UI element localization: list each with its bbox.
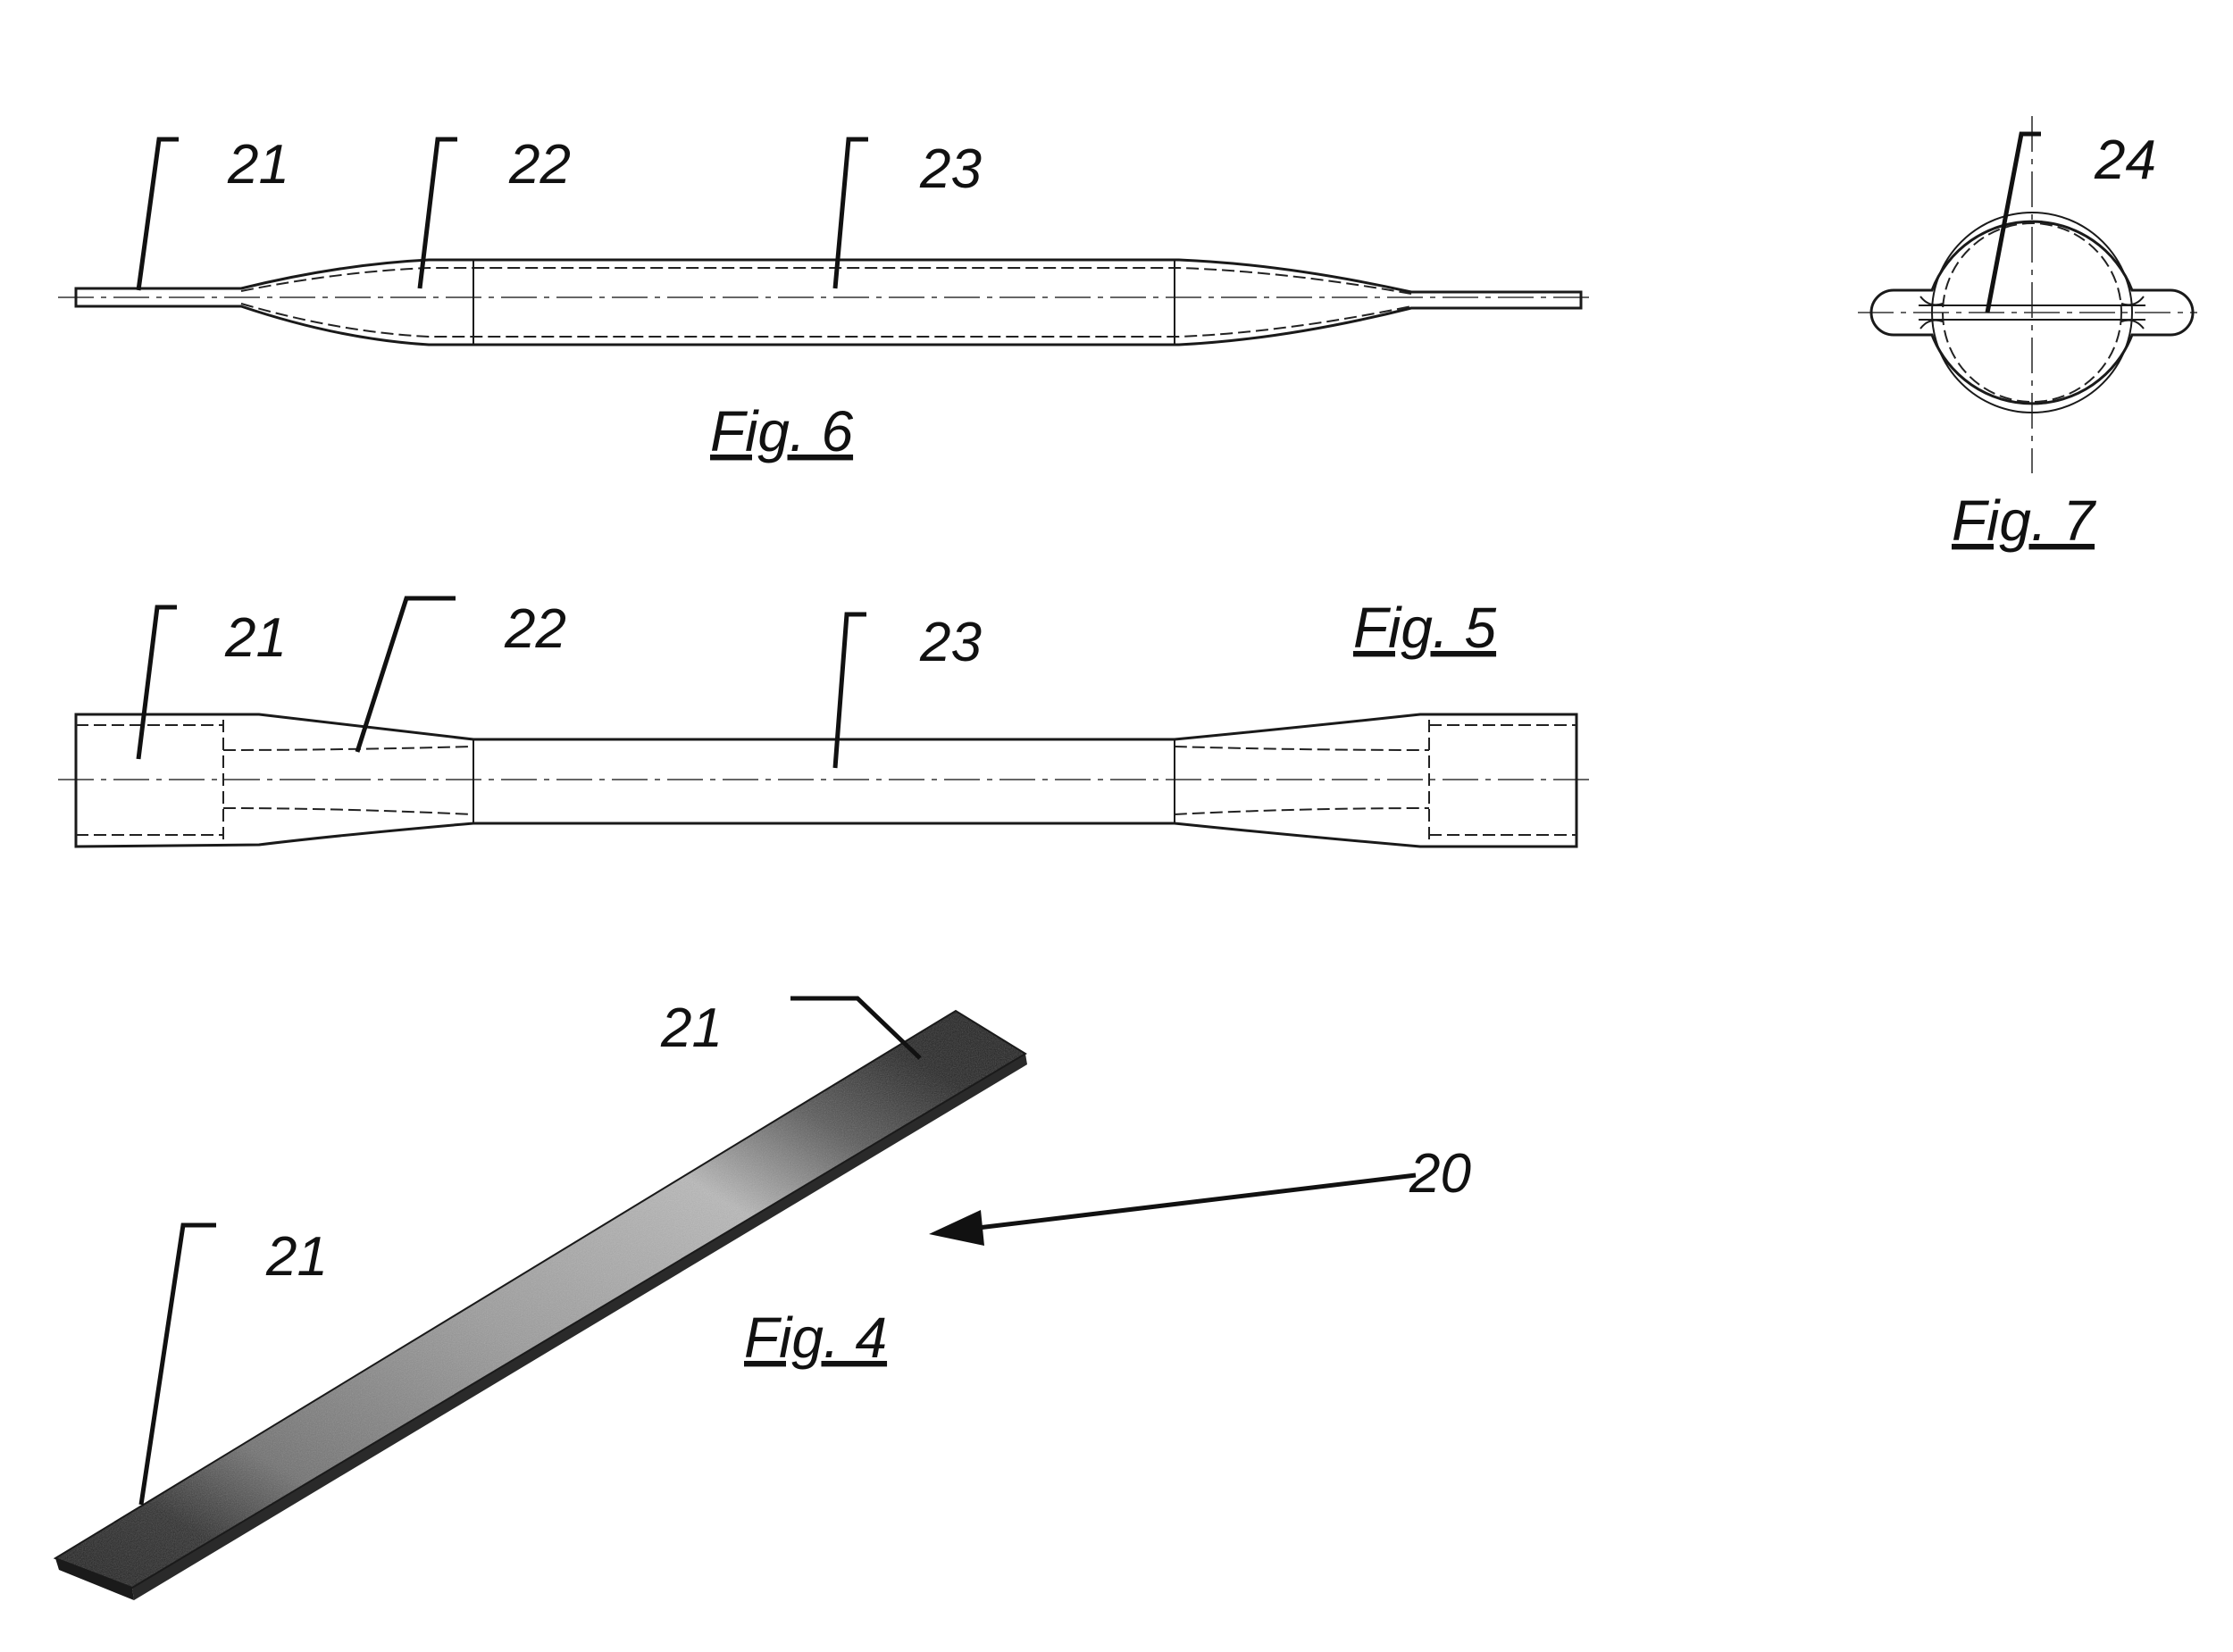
fig6-drawing (58, 258, 1594, 346)
fig5-drawing (58, 713, 1594, 848)
fig6-ref-21: 21 (227, 134, 289, 196)
fig4-arrow-20 (929, 1172, 1417, 1246)
fig6-caption: Fig. 6 (710, 399, 853, 463)
fig4-caption: Fig. 4 (744, 1306, 887, 1370)
fig5-leader-22 (355, 596, 456, 753)
fig5-caption: Fig. 5 (1353, 596, 1496, 660)
fig4-leader-21-top (790, 996, 922, 1060)
fig5-leader-21 (136, 605, 177, 760)
fig7-drawing (1858, 116, 2197, 473)
fig5-ref-23: 23 (919, 612, 982, 673)
fig7-ref-24: 24 (2094, 129, 2156, 191)
fig7-caption: Fig. 7 (1952, 488, 2096, 553)
fig5-ref-22: 22 (504, 598, 566, 660)
fig6-leader-23 (832, 137, 868, 289)
fig5-ref-21: 21 (224, 607, 287, 669)
fig4-ref-20: 20 (1409, 1143, 1471, 1205)
fig6-leader-21 (136, 137, 179, 291)
fig6-ref-22: 22 (508, 134, 571, 196)
fig6-leader-22 (417, 137, 457, 289)
fig4-ref-21-top: 21 (660, 997, 723, 1059)
fig7-leader-24 (1985, 131, 2041, 313)
fig4-leader-21-bottom (138, 1222, 216, 1506)
fig6-ref-23: 23 (919, 138, 982, 200)
fig4-ref-21-bottom: 21 (265, 1226, 328, 1288)
fig5-leader-23 (832, 612, 866, 769)
fig4-bar (53, 1009, 1027, 1600)
